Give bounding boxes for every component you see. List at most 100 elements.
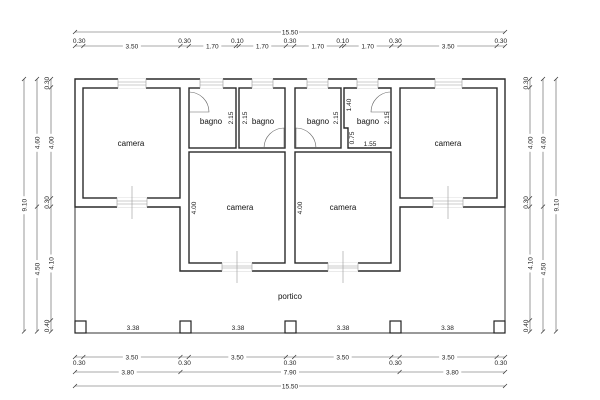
dim-right-total-tick [553, 76, 559, 82]
dim-bottom-mid-label: 3.80 [121, 369, 134, 376]
dim-left-inner-tick [48, 329, 54, 334]
dim-top-seg-tick [233, 43, 239, 49]
label-camera-center-right: camera [330, 203, 357, 212]
dim-bottom-seg-label: 3.50 [442, 354, 455, 361]
dim-bagno-2-h: 2.15 [242, 111, 249, 124]
dim-left-inner-tick [48, 196, 54, 201]
dim-bottom-seg-tick [186, 354, 191, 360]
dim-bottom-mid-label: 3.80 [446, 369, 459, 376]
dim-right-inner-label: 4.00 [527, 136, 534, 149]
dim-bottom-seg-tick [291, 354, 297, 360]
door-bagno-3 [295, 127, 317, 149]
dim-top-seg-label: 0.30 [284, 38, 297, 45]
dim-top-seg-tick [283, 43, 289, 49]
dim-bottom-seg-label-bg [333, 353, 352, 361]
doors [188, 91, 392, 149]
door-bagno-1 [188, 91, 210, 113]
dim-left-inner-tick [48, 85, 54, 90]
dim-right-inner-tick [527, 329, 533, 334]
dim-bottom-mid-tick [397, 369, 402, 375]
dim-bagno-1-h: 2.15 [228, 111, 235, 124]
dim-top-seg-label-bg [439, 42, 458, 50]
dim-bottom-seg-tick [397, 354, 402, 360]
dim-camera-center-left-h: 4.00 [191, 201, 198, 214]
dim-bottom-mid-tick [72, 369, 78, 375]
dim-bottom-mid-label-bg [443, 368, 462, 376]
dim-bottom-mid-label: 7.90 [284, 369, 297, 376]
label-camera-center-left: camera [227, 203, 254, 212]
dim-right-inner-tick [527, 76, 533, 82]
dim-left-inner-label-bg [47, 254, 55, 273]
room-camera-center-left [188, 151, 286, 264]
dim-left-mid-label-bg [33, 133, 41, 152]
dim-left-mid-label: 4.60 [34, 136, 41, 149]
dim-left-inner-tick [48, 204, 54, 209]
dim-top-seg-label: 0.10 [336, 38, 349, 45]
window [252, 78, 273, 89]
dim-bottom-seg-tick [72, 354, 78, 360]
dim-top-total-tick [502, 29, 508, 35]
dim-bottom-seg-tick [502, 354, 508, 360]
dim-top-seg-tick [178, 43, 183, 49]
room-bagno-1 [188, 87, 237, 149]
dim-left-mid-label-bg [33, 260, 41, 279]
room-bagno-4 [343, 87, 392, 149]
dim-bagno-3-h: 2.15 [333, 111, 340, 124]
pillar [493, 320, 506, 334]
dim-bottom-seg-tick [494, 354, 499, 360]
window [118, 78, 146, 89]
dim-left-inner-label: 0.30 [44, 196, 51, 209]
dim-top-seg-tick [502, 43, 508, 49]
dim-bottom-total-tick [72, 383, 78, 389]
dim-right-total-tick [553, 329, 559, 334]
dim-bottom-mid-tick [178, 369, 183, 375]
pillar-spacing-label: 3.38 [127, 325, 140, 332]
dim-left-inner-label: 4.00 [48, 136, 55, 149]
dimension-lines: 15.500.303.500.301.700.101.700.301.700.1… [20, 28, 560, 390]
dim-right-inner-tick [527, 204, 533, 209]
dim-bottom-seg-tick [178, 354, 183, 360]
outer-wall [74, 78, 506, 272]
dim-top-seg-label: 0.30 [178, 38, 191, 45]
pillar-spacing-label: 3.38 [441, 325, 454, 332]
dim-top-total-tick [72, 29, 78, 35]
dim-bottom-mid-label-bg [281, 368, 299, 376]
dim-top-seg-label: 0.10 [231, 38, 244, 45]
dim-top-seg-label: 1.70 [256, 43, 269, 50]
dim-left-total-tick [21, 329, 27, 334]
dim-top-total-label-bg [281, 28, 299, 36]
dim-bottom-seg-tick [283, 354, 289, 360]
dim-left-mid-tick [34, 329, 40, 334]
dim-bottom-seg-label-bg [228, 353, 247, 361]
door-bagno-2 [263, 127, 285, 149]
dim-top-seg-tick [397, 43, 402, 49]
dim-bagno-4-notch: 0.75 [349, 131, 356, 144]
dim-bottom-seg-tick [389, 354, 394, 360]
dim-left-inner-label: 0.40 [44, 319, 51, 332]
dim-right-mid-label-bg [539, 133, 547, 152]
room-bagno-3 [294, 87, 342, 149]
dim-top-seg-tick [81, 43, 86, 49]
dim-top-seg-label: 0.30 [495, 38, 508, 45]
dim-top-seg-tick [236, 43, 241, 49]
dim-left-inner-label: 4.10 [48, 257, 55, 270]
dim-top-seg-tick [186, 43, 191, 49]
dim-camera-center-right-h: 4.00 [297, 201, 304, 214]
dim-top-total-label: 15.50 [282, 29, 299, 36]
window [307, 78, 328, 89]
dim-top-seg-tick [341, 43, 347, 49]
label-bagno-1: bagno [200, 117, 223, 126]
dim-top-seg-tick [389, 43, 394, 49]
dim-left-inner-tick [48, 76, 54, 82]
dim-top-seg-label-bg [203, 42, 222, 50]
window [357, 78, 378, 89]
dim-top-seg-label: 1.70 [206, 43, 219, 50]
label-bagno-4: bagno [357, 117, 380, 126]
dim-right-inner-tick [527, 196, 533, 201]
dim-right-inner-label: 0.40 [523, 319, 530, 332]
dim-top-seg-tick [494, 43, 499, 49]
dim-bagno-4-bottom: 1.55 [364, 141, 377, 148]
dim-right-inner-label: 0.30 [523, 76, 530, 89]
